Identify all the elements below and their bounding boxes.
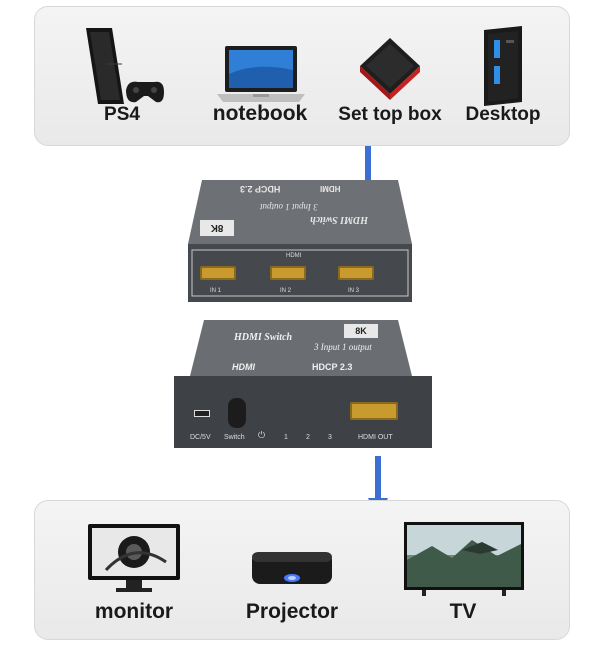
dest-label: monitor xyxy=(94,600,174,623)
hdcp-label: HDCP 2.3 xyxy=(312,362,353,372)
dest-label: Projector xyxy=(245,600,339,623)
badge-text: 8K xyxy=(210,222,224,234)
projector-icon xyxy=(252,552,332,584)
switch-title: HDMI Switch xyxy=(234,332,293,343)
hdmi-port-out xyxy=(350,402,398,420)
hdmi-out-label: HDMI OUT xyxy=(358,434,393,441)
badge-8k: 8K xyxy=(200,220,234,236)
dest-tv: TV xyxy=(398,500,528,640)
source-label: notebook xyxy=(212,102,308,125)
set-top-box-icon xyxy=(360,38,420,100)
mirror-hdcp-label: HDCP 2.3 xyxy=(240,184,281,194)
dest-projector: Projector xyxy=(232,500,352,640)
sources-panel xyxy=(34,6,570,146)
monitor-icon xyxy=(88,524,180,592)
switch-button xyxy=(228,398,246,428)
ps4-console-icon xyxy=(86,28,164,104)
source-ps4: PS4 xyxy=(62,6,182,146)
hdmi-port-in3 xyxy=(338,266,374,280)
power-label: DC/5V xyxy=(190,434,211,441)
notebook-icon xyxy=(217,46,305,102)
desktop-tower-icon xyxy=(484,26,522,106)
source-notebook: notebook xyxy=(200,6,320,146)
source-desktop: Desktop xyxy=(448,6,558,146)
port-label-in3: IN 3 xyxy=(348,288,360,294)
dest-monitor: monitor xyxy=(74,500,194,640)
usb-power-port xyxy=(194,410,210,417)
source-set-top-box: Set top box xyxy=(330,6,450,146)
source-label: Set top box xyxy=(338,104,442,125)
switch-label: Switch xyxy=(224,434,245,441)
led-3: 3 xyxy=(328,434,332,441)
hdmi-logo: HDMI xyxy=(232,362,255,372)
switch-input-side: HDCP 2.3 HDMI HDMI Switch 3 Input 1 outp… xyxy=(170,178,430,308)
mirror-hdmi-label: HDMI xyxy=(320,184,341,193)
source-label: PS4 xyxy=(104,104,140,125)
led-1: 1 xyxy=(284,434,288,441)
badge-8k: 8K xyxy=(344,324,378,338)
hdmi-port-in1 xyxy=(200,266,236,280)
port-label-in2: IN 2 xyxy=(280,288,292,294)
source-label: Desktop xyxy=(465,104,541,125)
switch-subtitle: 3 Input 1 output xyxy=(314,342,372,352)
tv-icon xyxy=(404,522,524,596)
hdmi-bar-label: HDMI xyxy=(286,253,302,259)
dest-label: TV xyxy=(449,600,477,623)
switch-output-side: HDMI Switch 3 Input 1 output 8K HDMI HDC… xyxy=(172,318,434,452)
mirror-title: HDMI Switch xyxy=(310,214,369,225)
badge-text: 8K xyxy=(355,326,367,336)
led-2: 2 xyxy=(306,434,310,441)
power-icon: ⏻ xyxy=(258,430,266,440)
mirror-subtitle: 3 Input 1 output xyxy=(260,202,318,212)
hdmi-port-in2 xyxy=(270,266,306,280)
port-label-in1: IN 1 xyxy=(210,288,222,294)
